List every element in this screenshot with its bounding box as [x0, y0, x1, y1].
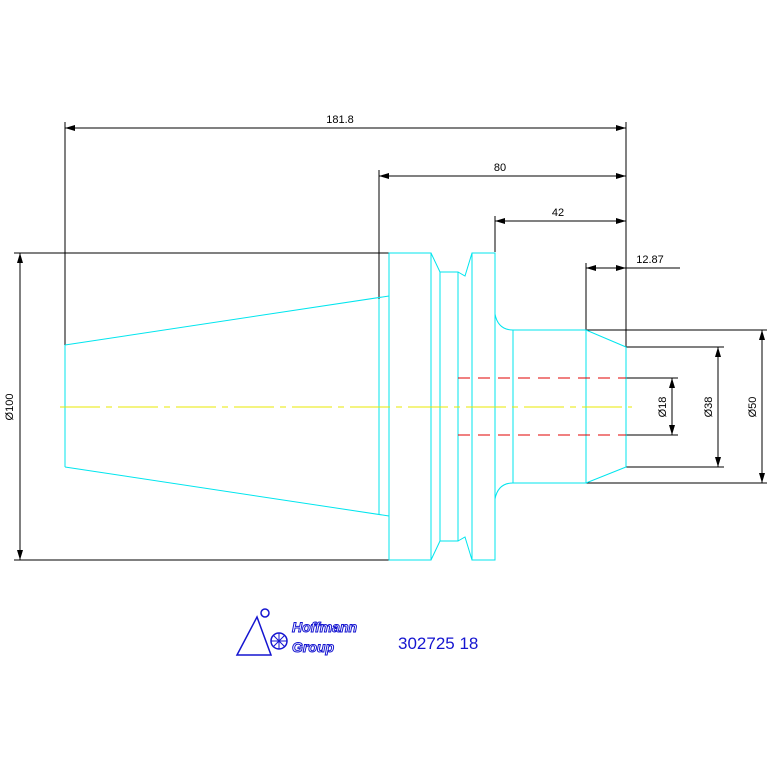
dim-length-42: 42: [552, 207, 564, 219]
dim-dia-100: Ø100: [4, 394, 16, 421]
hoffmann-group-logo: Hoffmann Group: [235, 608, 358, 656]
dim-dia-18: Ø18: [657, 397, 669, 418]
dim-length-12-87: 12.87: [636, 254, 664, 266]
dim-length-80: 80: [494, 162, 506, 174]
part-number: 302725 18: [398, 634, 478, 653]
dim-overall-length: 181.8: [326, 114, 354, 126]
logo-emblem-icon: [235, 608, 288, 656]
hidden-bore-lines: [458, 377, 626, 436]
dim-dia-38: Ø38: [703, 397, 715, 418]
logo-line2: Group: [292, 639, 334, 655]
logo-line1: Hoffmann: [292, 619, 357, 635]
dimension-lines: [14, 122, 767, 561]
dim-dia-50: Ø50: [747, 397, 759, 418]
